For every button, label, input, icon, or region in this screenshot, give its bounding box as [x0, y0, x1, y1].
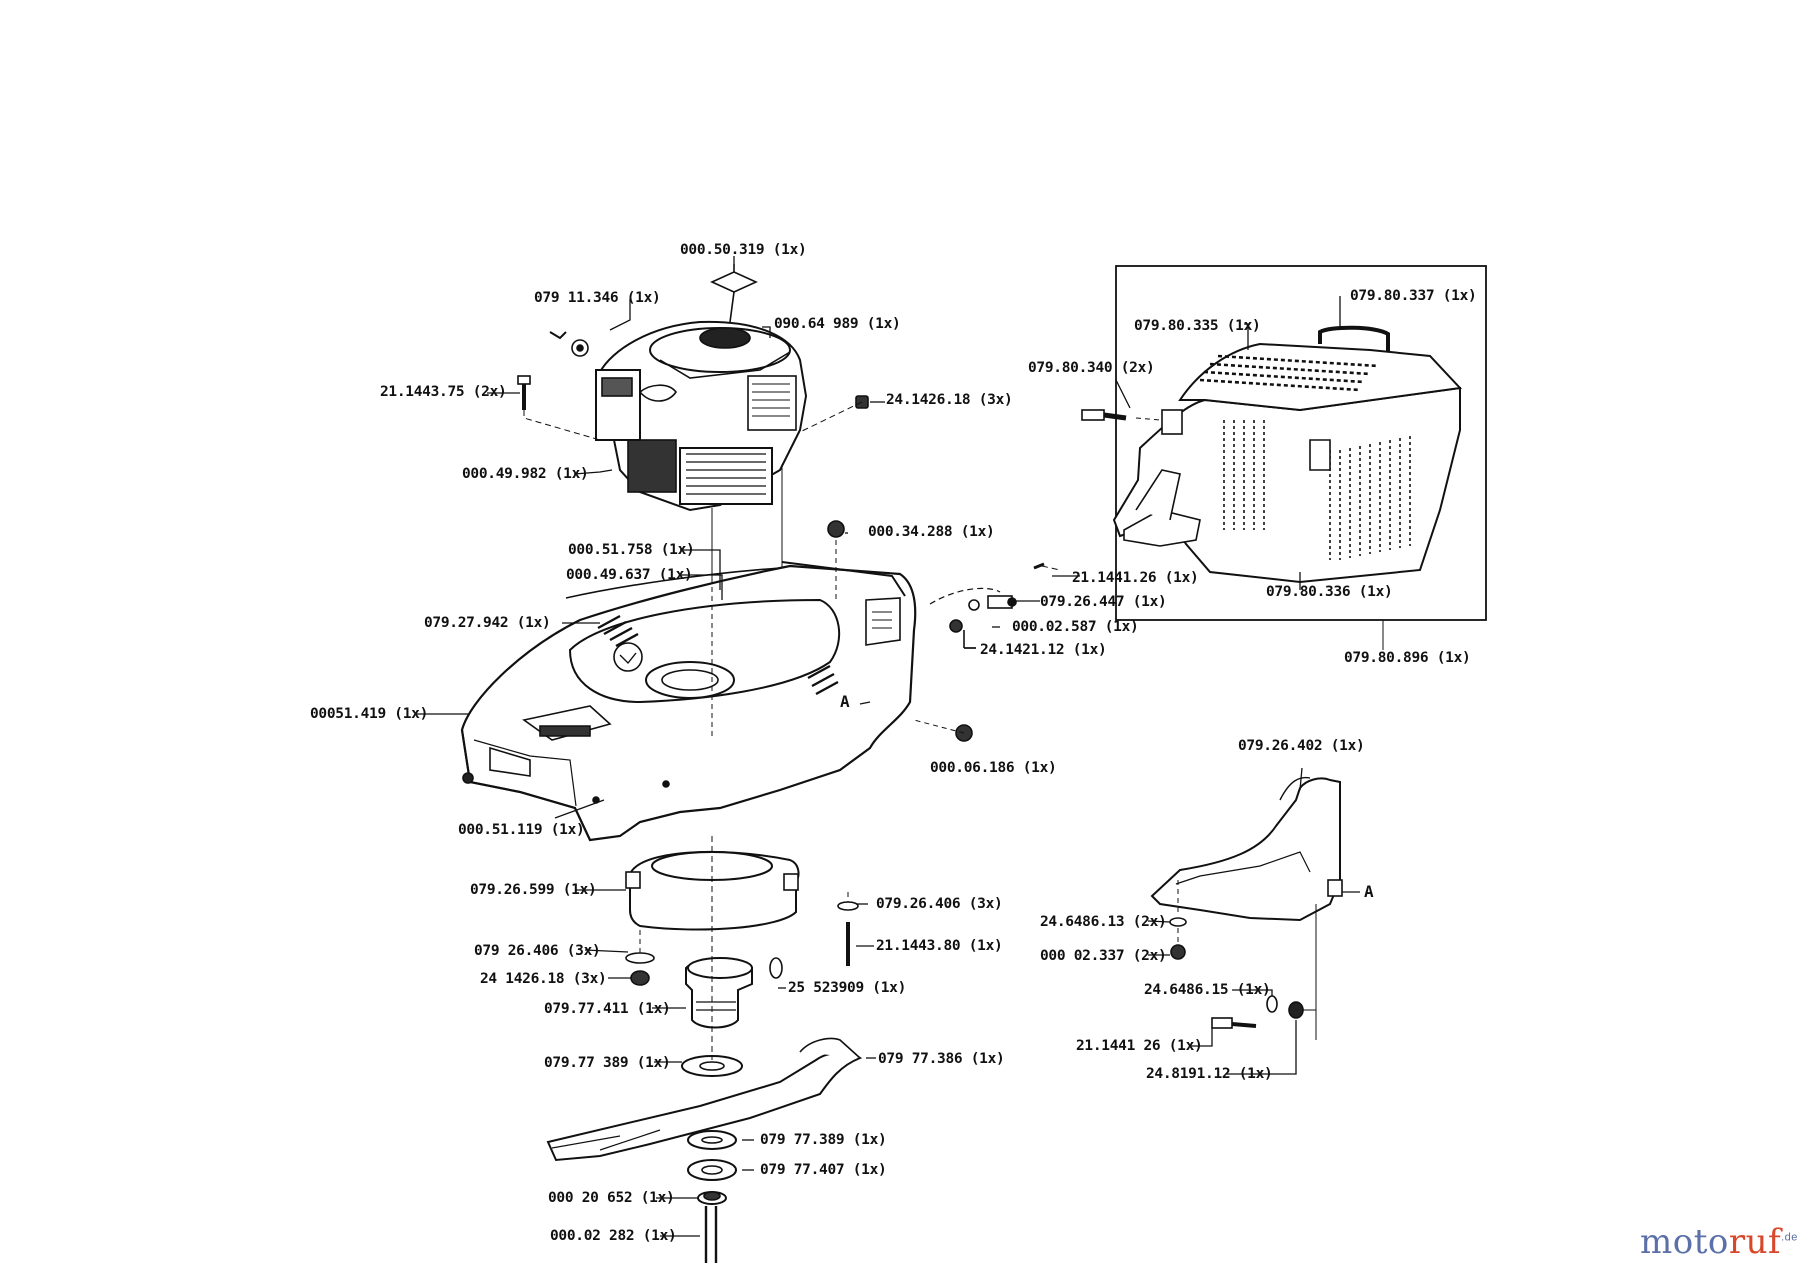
part-label-21-1441-26-bottom: 21.1441 26 (1x): [1076, 1038, 1203, 1054]
part-label-079-26-599: 079.26.599 (1x): [470, 882, 597, 898]
part-label-079-77-386: 079 77.386 (1x): [878, 1051, 1005, 1067]
part-label-000-20-652: 000 20 652 (1x): [548, 1190, 675, 1206]
part-label-079-80-896: 079.80.896 (1x): [1344, 650, 1471, 666]
part-label-000-50-319: 000.50.319 (1x): [680, 242, 807, 258]
part-label-079-77-407: 079 77.407 (1x): [760, 1162, 887, 1178]
part-label-24-8191-12: 24.8191.12 (1x): [1146, 1066, 1273, 1082]
part-label-079-26-447: 079.26.447 (1x): [1040, 594, 1167, 610]
section-marker-a-plate: A: [1364, 882, 1374, 901]
part-label-000-49-982: 000.49.982 (1x): [462, 466, 589, 482]
part-label-000-51-758: 000.51.758 (1x): [568, 542, 695, 558]
engine-assembly: [517, 264, 869, 690]
part-label-21-1443-80: 21.1443.80 (1x): [876, 938, 1003, 954]
mulch-plate-assembly: [1150, 776, 1360, 1040]
blade-assembly: [546, 836, 863, 1263]
part-label-000-02-587: 000.02.587 (1x): [1012, 619, 1139, 635]
part-label-000-02-282: 000.02 282 (1x): [550, 1228, 677, 1244]
motoruf-watermark-logo: motoruf.de: [1640, 1222, 1798, 1262]
grass-catcher-assembly: [1081, 265, 1487, 650]
part-label-000-51-419: 00051.419 (1x): [310, 706, 429, 722]
part-label-000-34-288: 000.34.288 (1x): [868, 524, 995, 540]
part-label-079-27-942: 079.27.942 (1x): [424, 615, 551, 631]
part-label-079-80-335: 079.80.335 (1x): [1134, 318, 1261, 334]
part-label-24-6486-13: 24.6486.13 (2x): [1040, 914, 1167, 930]
part-label-079-26-402: 079.26.402 (1x): [1238, 738, 1365, 754]
part-label-079-77-389-bottom: 079 77.389 (1x): [760, 1132, 887, 1148]
part-label-000-02-337: 000 02.337 (2x): [1040, 948, 1167, 964]
leader-lines: [415, 256, 1341, 1237]
part-label-079-11-346: 079 11.346 (1x): [534, 290, 661, 306]
part-label-079-77-411: 079.77.411 (1x): [544, 1001, 671, 1017]
rear-flap-linkage: [929, 562, 1061, 649]
part-label-21-1443-75: 21.1443.75 (2x): [380, 384, 507, 400]
part-label-000-51-119: 000.51.119 (1x): [458, 822, 585, 838]
mower-deck: [460, 520, 973, 842]
part-label-079-77-389-top: 079.77 389 (1x): [544, 1055, 671, 1071]
part-label-25-5239-09: 25 523909 (1x): [788, 980, 907, 996]
part-label-24-1426-18-bottom: 24 1426.18 (3x): [480, 971, 607, 987]
part-label-079-26-406-right: 079.26.406 (3x): [876, 896, 1003, 912]
part-label-24-1421-12: 24.1421.12 (1x): [980, 642, 1107, 658]
part-label-090-64-989: 090.64 989 (1x): [774, 316, 901, 332]
part-label-079-80-340: 079.80.340 (2x): [1028, 360, 1155, 376]
part-label-21-1441-26-top: 21.1441.26 (1x): [1072, 570, 1199, 586]
part-label-24-1426-18-top: 24.1426.18 (3x): [886, 392, 1013, 408]
part-label-24-6486-15: 24.6486.15 (1x): [1144, 982, 1271, 998]
part-label-000-49-637: 000.49.637 (1x): [566, 567, 693, 583]
part-label-079-80-337: 079.80.337 (1x): [1350, 288, 1477, 304]
part-label-079-26-406-left: 079 26.406 (3x): [474, 943, 601, 959]
part-label-000-06-186: 000.06.186 (1x): [930, 760, 1057, 776]
section-marker-a-deck: A: [840, 692, 850, 711]
part-label-079-80-336: 079.80.336 (1x): [1266, 584, 1393, 600]
